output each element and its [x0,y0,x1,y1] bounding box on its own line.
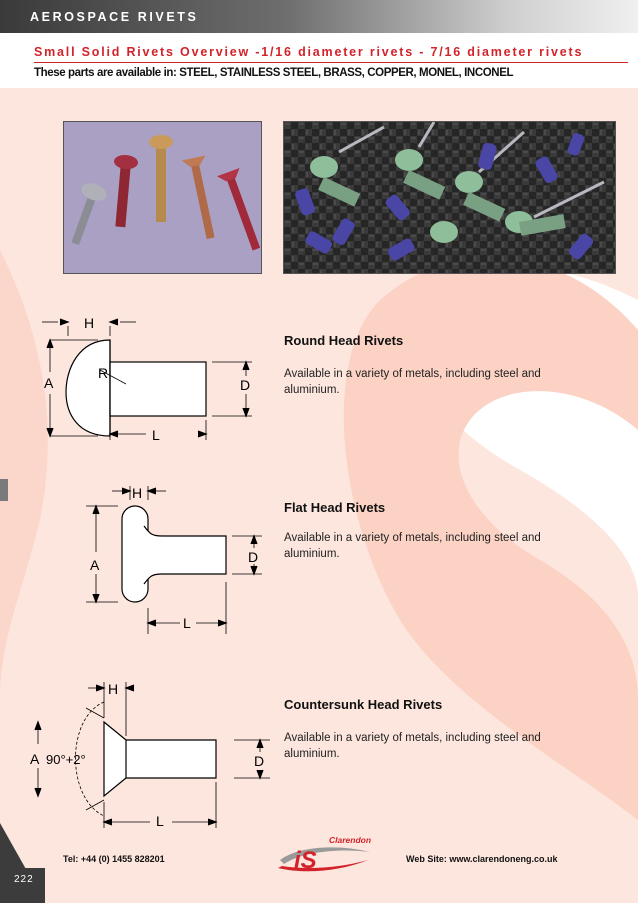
materials-line: These parts are available in: STEEL, STA… [34,67,514,79]
dim-l-label: L [152,427,160,443]
dim-h-label: H [132,485,142,501]
round-head-title: Round Head Rivets [284,333,404,348]
countersunk-rivet-diagram: H A 90°+2° D L [30,681,270,828]
blind-rivets-photo [283,121,616,274]
page-subtitle: Small Solid Rivets Overview -1/16 diamet… [34,45,584,59]
dim-a-label: A [90,557,100,573]
dim-h-label: H [84,315,94,331]
footer-corner-block [0,868,45,903]
dim-l-label: L [156,813,164,828]
countersunk-description: Available in a variety of metals, includ… [284,732,541,760]
round-head-rivet-diagram: H A R D L [42,315,252,443]
round-head-description: Available in a variety of metals, includ… [284,368,541,396]
flat-head-title: Flat Head Rivets [284,500,386,515]
dim-a-label: A [30,751,40,767]
dim-d-label: D [254,753,264,769]
footer-website: Web Site: www.clarendoneng.co.uk [406,854,558,864]
dim-d-label: D [248,549,258,565]
dim-a-label: A [44,375,54,391]
flat-head-rivet-diagram: H A D L [86,485,262,634]
footer-telephone: Tel: +44 (0) 1455 828201 [63,854,165,864]
header-bar: AEROSPACE RIVETS [0,0,638,33]
section-heading: AEROSPACE RIVETS [30,10,199,24]
side-tab [0,479,8,501]
divider [34,62,628,63]
dim-h-label: H [108,681,118,697]
header-band [0,33,638,88]
clarendon-logo: iS [278,847,370,874]
flat-head-description: Available in a variety of metals, includ… [284,532,541,560]
countersunk-title: Countersunk Head Rivets [284,697,443,712]
page-number: 222 [14,874,34,885]
logo-wordmark: Clarendon [329,835,372,845]
logo-mark: iS [294,847,317,874]
dim-l-label: L [183,615,191,631]
dim-r-label: R [98,365,108,381]
dim-d-label: D [240,377,250,393]
dim-angle-label: 90°+2° [46,752,86,767]
rivets-photo [63,121,262,274]
